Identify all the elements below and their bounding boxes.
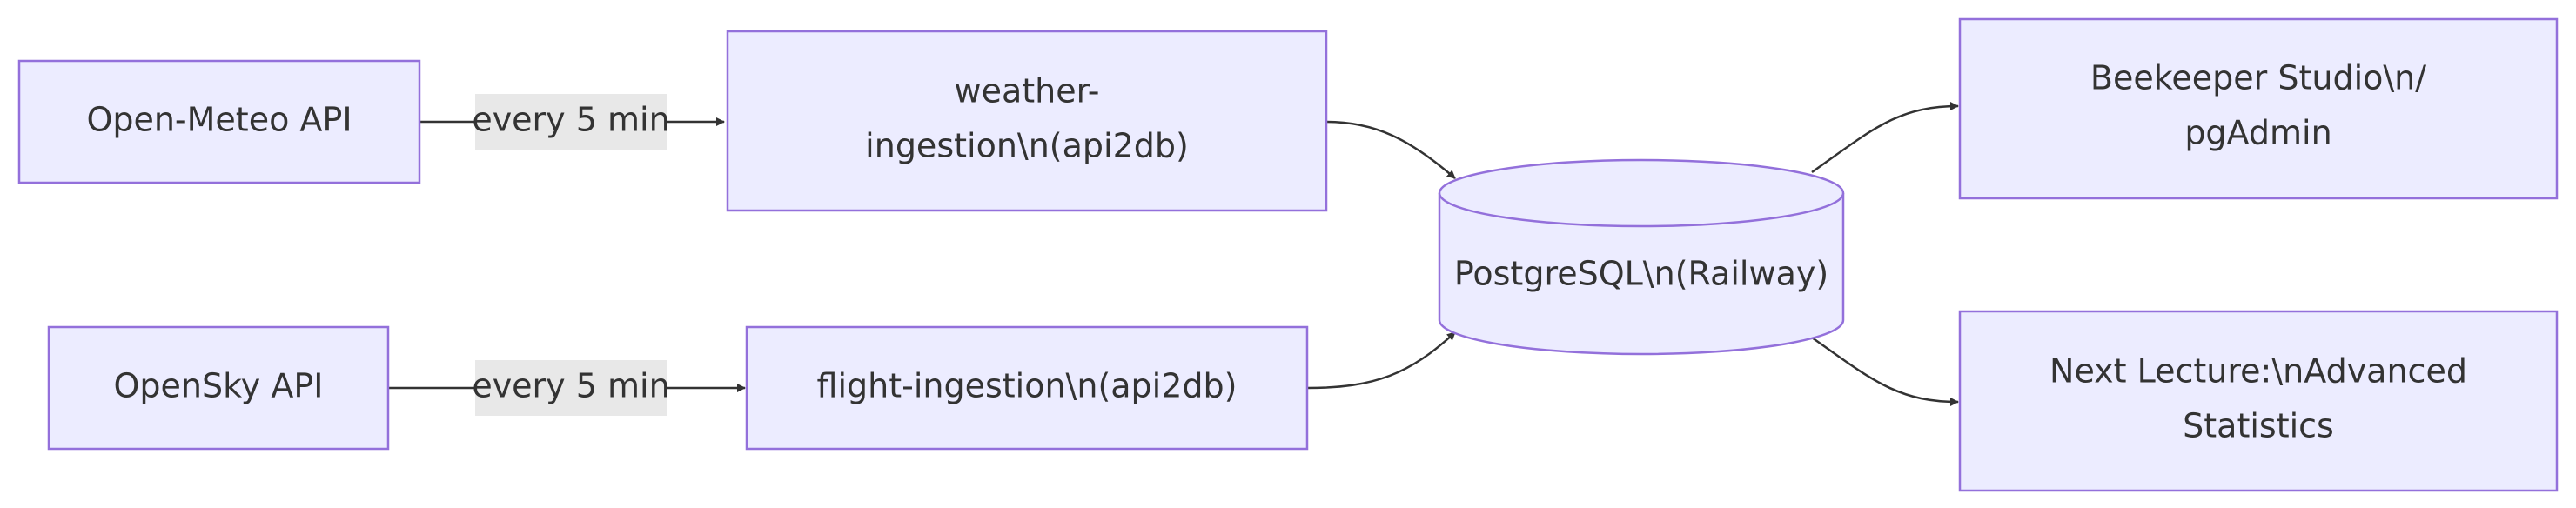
node-label-line-1: Next Lecture:\nAdvanced [2049,352,2467,391]
node-box [1958,310,2559,492]
database-cylinder-top [1438,158,1845,228]
node-next-lecture: Next Lecture:\nAdvanced Statistics [1958,310,2559,492]
edge-label: every 5 min [472,367,669,405]
node-box [17,59,421,184]
node-box [745,325,1309,451]
edge-opensky-to-flight: every 5 min [388,360,746,416]
node-box [47,325,390,451]
edge-label-background [475,360,667,416]
edge-postgres-to-beekeeper [1811,102,1959,174]
edge-flight-to-postgres [1306,331,1456,390]
node-label-line-2: Statistics [2183,407,2334,445]
edge-label-background [475,94,667,150]
database-cylinder-body [1438,193,1845,356]
node-open-meteo-api: Open-Meteo API [17,59,421,184]
node-label-line-1: weather- [954,72,1099,110]
node-label: PostgreSQL\n(Railway) [1454,255,1828,293]
edge-label: every 5 min [472,101,669,139]
node-label-line-2: ingestion\n(api2db) [865,127,1189,165]
node-box [726,30,1328,212]
node-label: OpenSky API [114,367,324,405]
node-label-line-1: Beekeeper Studio\n/ [2090,59,2426,97]
node-beekeeper-studio: Beekeeper Studio\n/ pgAdmin [1958,17,2559,200]
node-label-line-2: pgAdmin [2184,114,2331,152]
node-opensky-api: OpenSky API [47,325,390,451]
node-label: flight-ingestion\n(api2db) [817,367,1238,405]
node-box [1958,17,2559,200]
node-flight-ingestion: flight-ingestion\n(api2db) [745,325,1309,451]
edge-postgres-to-next-lecture [1811,336,1959,406]
node-weather-ingestion: weather- ingestion\n(api2db) [726,30,1328,212]
node-postgresql-database: PostgreSQL\n(Railway) [1438,158,1845,356]
node-label: Open-Meteo API [86,101,352,139]
edge-weather-to-postgres [1325,120,1456,179]
edge-meteo-to-weather: every 5 min [419,94,725,150]
